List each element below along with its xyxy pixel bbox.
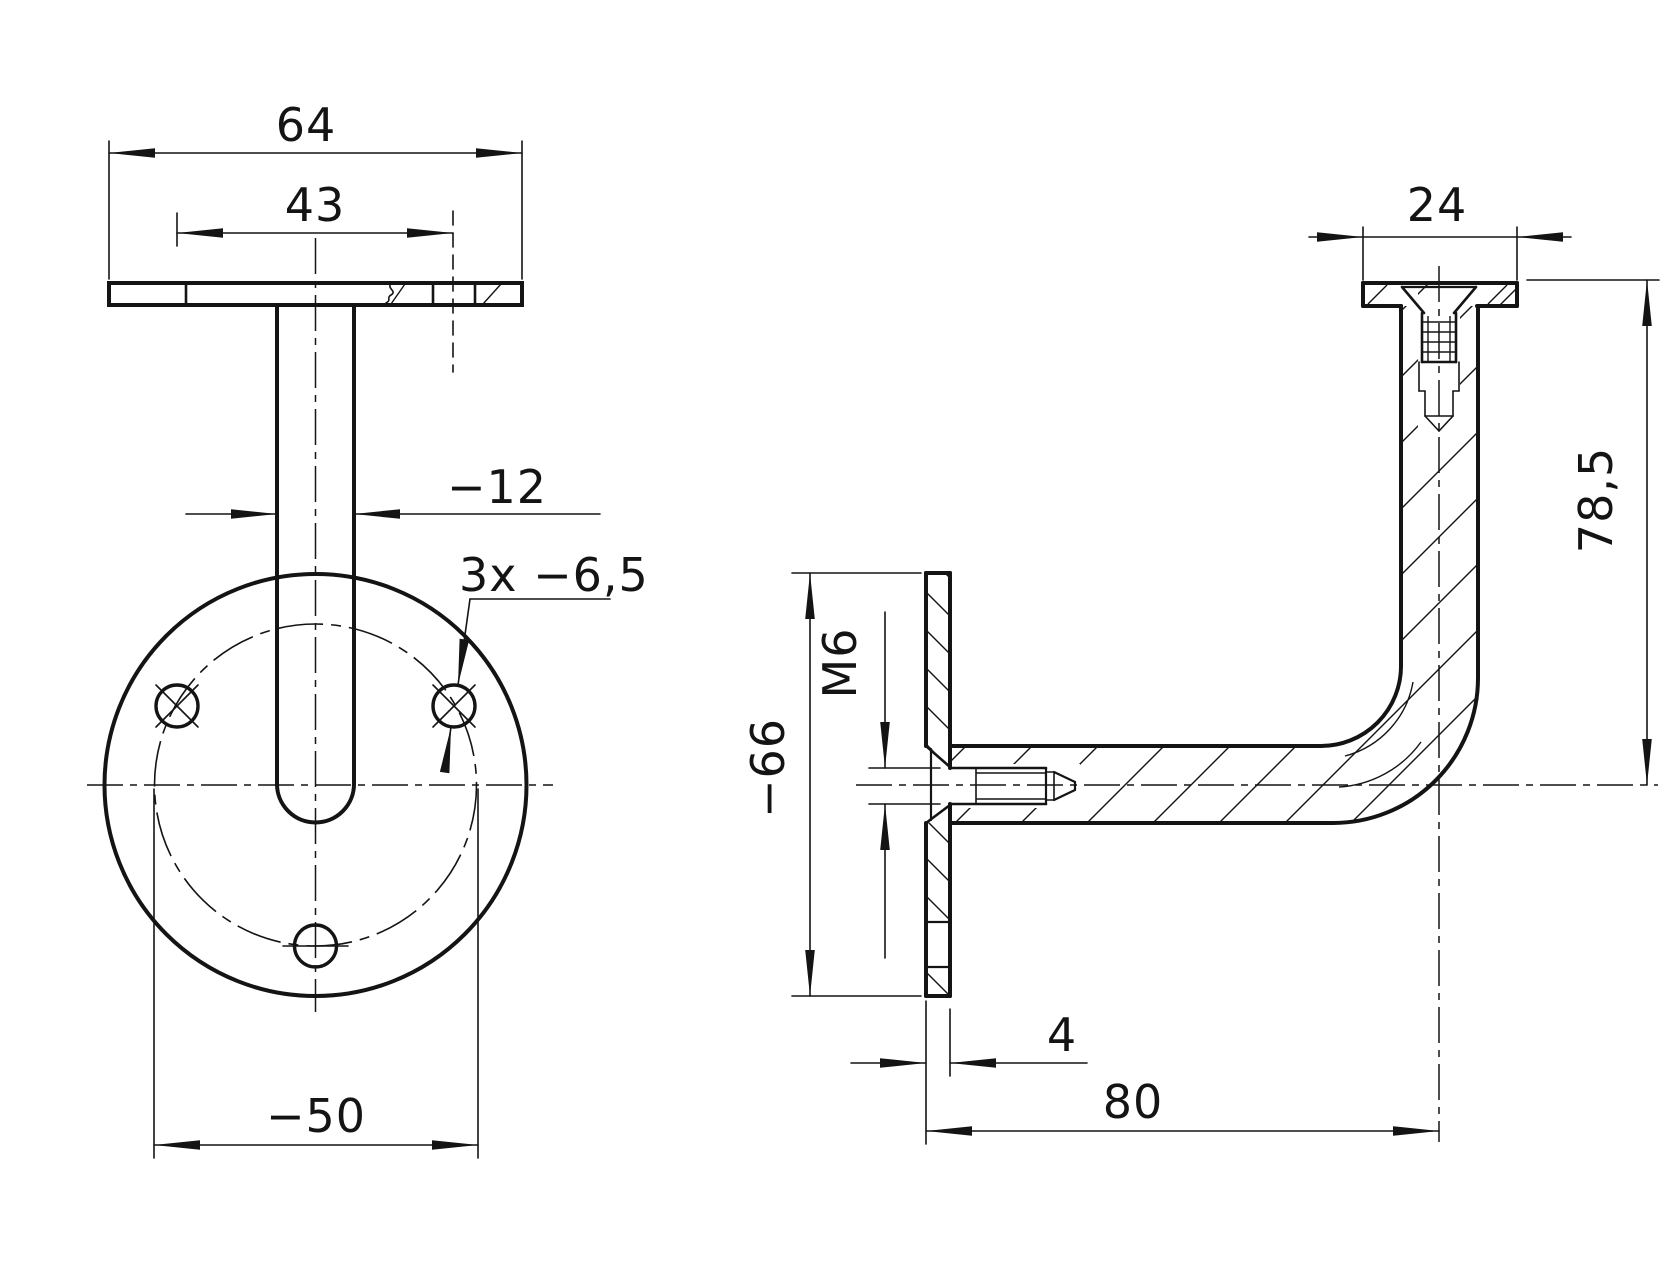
mounting-holes xyxy=(154,683,477,969)
stem xyxy=(275,303,356,825)
saddle-plate-edge xyxy=(107,281,524,307)
callout-holes: 3x −6,5 xyxy=(439,548,649,774)
dim-78-5-label: 78,5 xyxy=(1569,447,1623,553)
break-line xyxy=(384,282,394,306)
top-screw xyxy=(1400,285,1478,432)
bracket-body xyxy=(948,281,1519,825)
callout-holes-label: 3x −6,5 xyxy=(459,548,649,602)
dim-d12: −12 xyxy=(185,460,601,519)
dim-d12-label: −12 xyxy=(447,460,547,514)
mounting-hole-left xyxy=(154,683,200,729)
dim-43: 43 xyxy=(176,178,454,373)
dim-80: 80 xyxy=(925,1075,1440,1136)
countersink-top xyxy=(924,744,952,769)
dim-64: 64 xyxy=(108,98,523,280)
front-view: 64 43 −12 3x −6,5 −50 xyxy=(87,98,649,1159)
dim-d66: −66 xyxy=(741,572,922,997)
dim-m6: M6 xyxy=(813,611,941,959)
dim-24: 24 xyxy=(1308,178,1572,281)
bend-transition-line-outer xyxy=(1338,741,1422,788)
mounting-hole-right xyxy=(431,683,477,729)
wall-plate xyxy=(924,571,952,998)
dim-d50-label: −50 xyxy=(266,1089,366,1143)
dim-80-label: 80 xyxy=(1103,1075,1164,1129)
m6-screw xyxy=(948,766,1077,806)
dim-d66-label: −66 xyxy=(741,718,795,818)
dim-m6-label: M6 xyxy=(813,628,867,699)
side-view: 24 78,5 −66 M6 4 xyxy=(741,178,1660,1145)
dim-4-label: 4 xyxy=(1047,1008,1077,1062)
dim-43-label: 43 xyxy=(285,178,346,232)
dim-64-label: 64 xyxy=(276,98,337,152)
countersink-bottom xyxy=(924,803,952,825)
dim-4: 4 xyxy=(850,1000,1088,1145)
dim-78-5: 78,5 xyxy=(1526,279,1660,786)
bend-transition-line-inner xyxy=(1344,681,1414,757)
dim-d50: −50 xyxy=(153,788,479,1159)
dim-24-label: 24 xyxy=(1407,178,1468,232)
